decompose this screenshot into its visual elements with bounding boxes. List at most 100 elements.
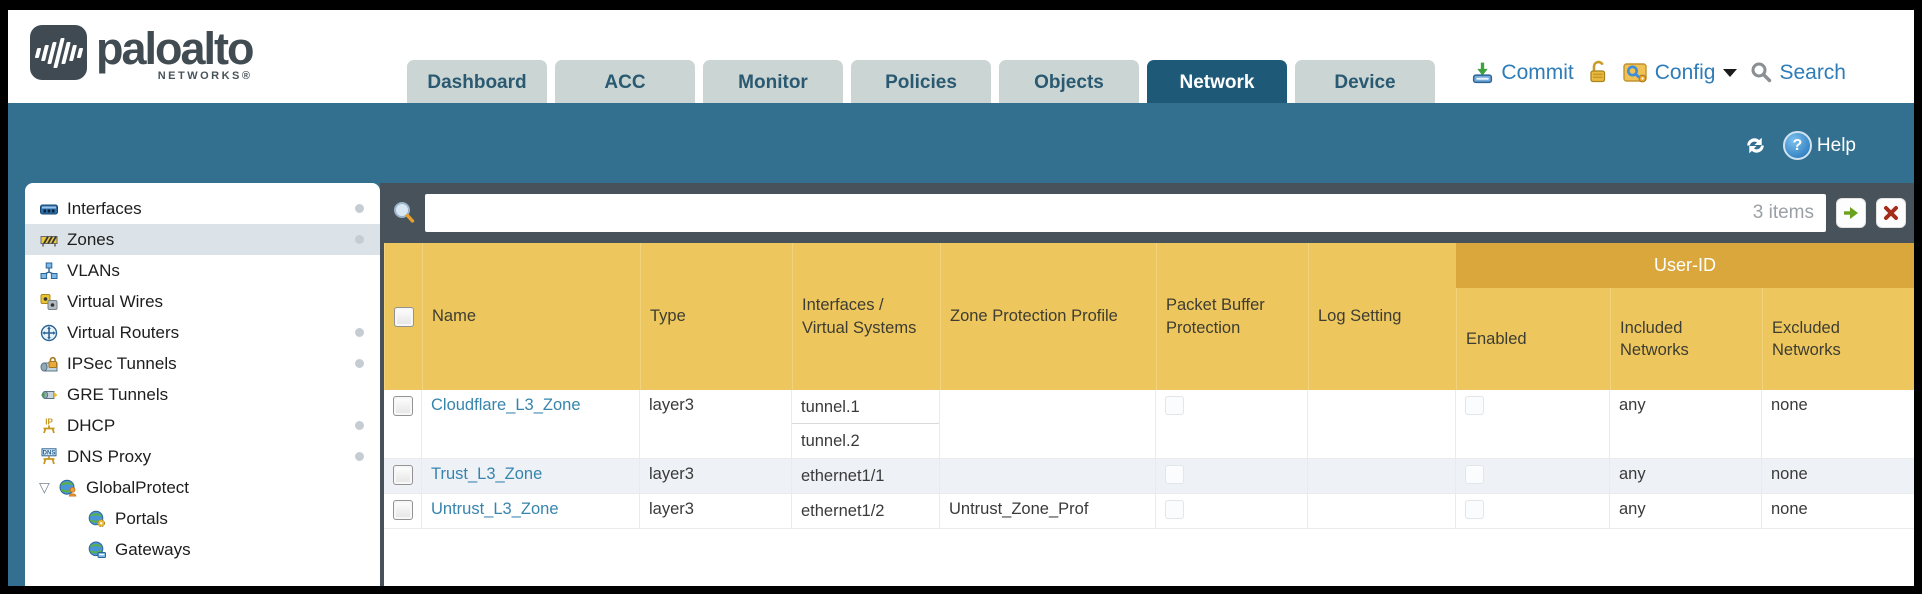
sidebar-item-globalprotect[interactable]: ▽GlobalProtect — [25, 472, 380, 503]
row-checkbox[interactable] — [392, 500, 413, 520]
tab-device[interactable]: Device — [1295, 60, 1435, 103]
column-header-label: Log Setting — [1318, 307, 1402, 326]
column-header-label: Type — [650, 307, 686, 326]
zone-name-link[interactable]: Untrust_L3_Zone — [431, 500, 559, 518]
zone-name-link[interactable]: Cloudflare_L3_Zone — [431, 396, 581, 414]
search-button[interactable]: Search — [1750, 61, 1846, 85]
column-header-interfaces-virtual-systems[interactable]: Interfaces / Virtual Systems — [792, 243, 940, 390]
column-header-type[interactable]: Type — [640, 243, 792, 390]
column-header-name[interactable]: Name — [422, 243, 640, 390]
clear-filter-button[interactable] — [1876, 198, 1906, 228]
column-header-log-setting[interactable]: Log Setting — [1308, 243, 1456, 390]
sidebar-item-virtual-wires[interactable]: Virtual Wires — [25, 286, 380, 317]
sidebar-item-vlans[interactable]: VLANs — [25, 255, 380, 286]
user-id-enabled-checkbox[interactable] — [1465, 500, 1484, 519]
header-actions: Commit Config Search — [1470, 60, 1846, 85]
virtual-wires-icon — [39, 292, 60, 311]
sidebar-item-zones[interactable]: Zones — [25, 224, 380, 255]
sidebar-item-label: DNS Proxy — [67, 446, 152, 466]
ipsec-tunnels-icon — [39, 354, 60, 373]
tab-monitor[interactable]: Monitor — [703, 60, 843, 103]
column-header-included-networks[interactable]: Included Networks — [1610, 243, 1762, 390]
select-all-checkbox[interactable] — [393, 306, 414, 327]
tab-acc[interactable]: ACC — [555, 60, 695, 103]
sidebar-item-gre-tunnels[interactable]: GRE Tunnels — [25, 379, 380, 410]
lock-icon[interactable] — [1587, 60, 1609, 85]
commit-icon — [1470, 60, 1495, 85]
zone-protection-profile-cell: Untrust_Zone_Prof — [940, 494, 1156, 528]
config-icon — [1622, 60, 1649, 85]
packet-buffer-protection-cell — [1156, 459, 1308, 493]
packet-buffer-protection-checkbox[interactable] — [1165, 500, 1184, 519]
included-networks-cell: any — [1610, 390, 1762, 458]
virtual-routers-icon — [39, 323, 60, 342]
dhcp-icon: IP — [39, 416, 60, 435]
refresh-button[interactable] — [1742, 134, 1769, 157]
row-checkbox-cell — [384, 390, 422, 458]
help-label: Help — [1816, 134, 1856, 156]
column-header-label: Interfaces / Virtual Systems — [802, 296, 917, 337]
tab-policies[interactable]: Policies — [851, 60, 991, 103]
excluded-networks-cell: none — [1771, 396, 1808, 414]
excluded-networks-cell: none — [1771, 465, 1808, 483]
row-checkbox[interactable] — [392, 396, 413, 416]
column-header-zone-protection-profile[interactable]: Zone Protection Profile — [940, 243, 1156, 390]
status-dot — [355, 328, 364, 337]
column-header-excluded-networks[interactable]: Excluded Networks — [1762, 243, 1914, 390]
packet-buffer-protection-cell — [1156, 390, 1308, 458]
sidebar-item-ipsec-tunnels[interactable]: IPSec Tunnels — [25, 348, 380, 379]
status-dot — [355, 204, 364, 213]
filter-input[interactable] — [425, 203, 1753, 223]
sidebar-item-interfaces[interactable]: Interfaces — [25, 193, 380, 224]
portals-icon — [87, 509, 108, 528]
tab-network[interactable]: Network — [1147, 60, 1287, 103]
row-checkbox[interactable] — [392, 465, 413, 485]
sidebar-item-virtual-routers[interactable]: Virtual Routers — [25, 317, 380, 348]
row-checkbox-cell — [384, 494, 422, 528]
tab-dashboard[interactable]: Dashboard — [407, 60, 547, 103]
help-button[interactable]: Help — [1782, 131, 1856, 160]
user-id-enabled-checkbox[interactable] — [1465, 396, 1484, 415]
interface-name: tunnel.1 — [792, 390, 939, 424]
arrow-right-icon — [1842, 205, 1860, 221]
packet-buffer-protection-checkbox[interactable] — [1165, 465, 1184, 484]
user-id-enabled-checkbox[interactable] — [1465, 465, 1484, 484]
search-icon — [1750, 61, 1773, 84]
log-setting-cell — [1308, 494, 1456, 528]
apply-filter-button[interactable] — [1836, 198, 1866, 228]
user-id-enabled-cell — [1456, 459, 1610, 493]
column-header-enabled[interactable]: Enabled — [1456, 243, 1610, 390]
zone-name-cell: Cloudflare_L3_Zone — [422, 390, 640, 458]
sidebar-item-label: Portals — [115, 508, 168, 528]
brand-subtitle: NETWORKS® — [157, 70, 253, 82]
config-menu-button[interactable]: Config — [1622, 60, 1738, 85]
column-header-packet-buffer-protection[interactable]: Packet Buffer Protection — [1156, 243, 1308, 390]
packet-buffer-protection-checkbox[interactable] — [1165, 396, 1184, 415]
sidebar-item-gateways[interactable]: Gateways — [25, 534, 380, 565]
sidebar-item-label: Zones — [67, 229, 115, 249]
expander-triangle-icon[interactable]: ▽ — [39, 479, 50, 495]
sidebar-item-label: VLANs — [67, 260, 120, 280]
commit-button[interactable]: Commit — [1470, 60, 1574, 85]
sidebar-item-dhcp[interactable]: IP DHCP — [25, 410, 380, 441]
sidebar-item-label: Virtual Routers — [67, 322, 180, 342]
interface-name: ethernet1/1 — [801, 467, 885, 485]
sidebar-item-label: Virtual Wires — [67, 291, 164, 311]
zone-name-link[interactable]: Trust_L3_Zone — [431, 465, 543, 483]
tab-objects[interactable]: Objects — [999, 60, 1139, 103]
sidebar-item-portals[interactable]: Portals — [25, 503, 380, 534]
sidebar-item-label: DHCP — [67, 415, 116, 435]
row-checkbox-cell — [384, 459, 422, 493]
user-id-enabled-cell — [1456, 494, 1610, 528]
help-icon — [1782, 131, 1812, 160]
